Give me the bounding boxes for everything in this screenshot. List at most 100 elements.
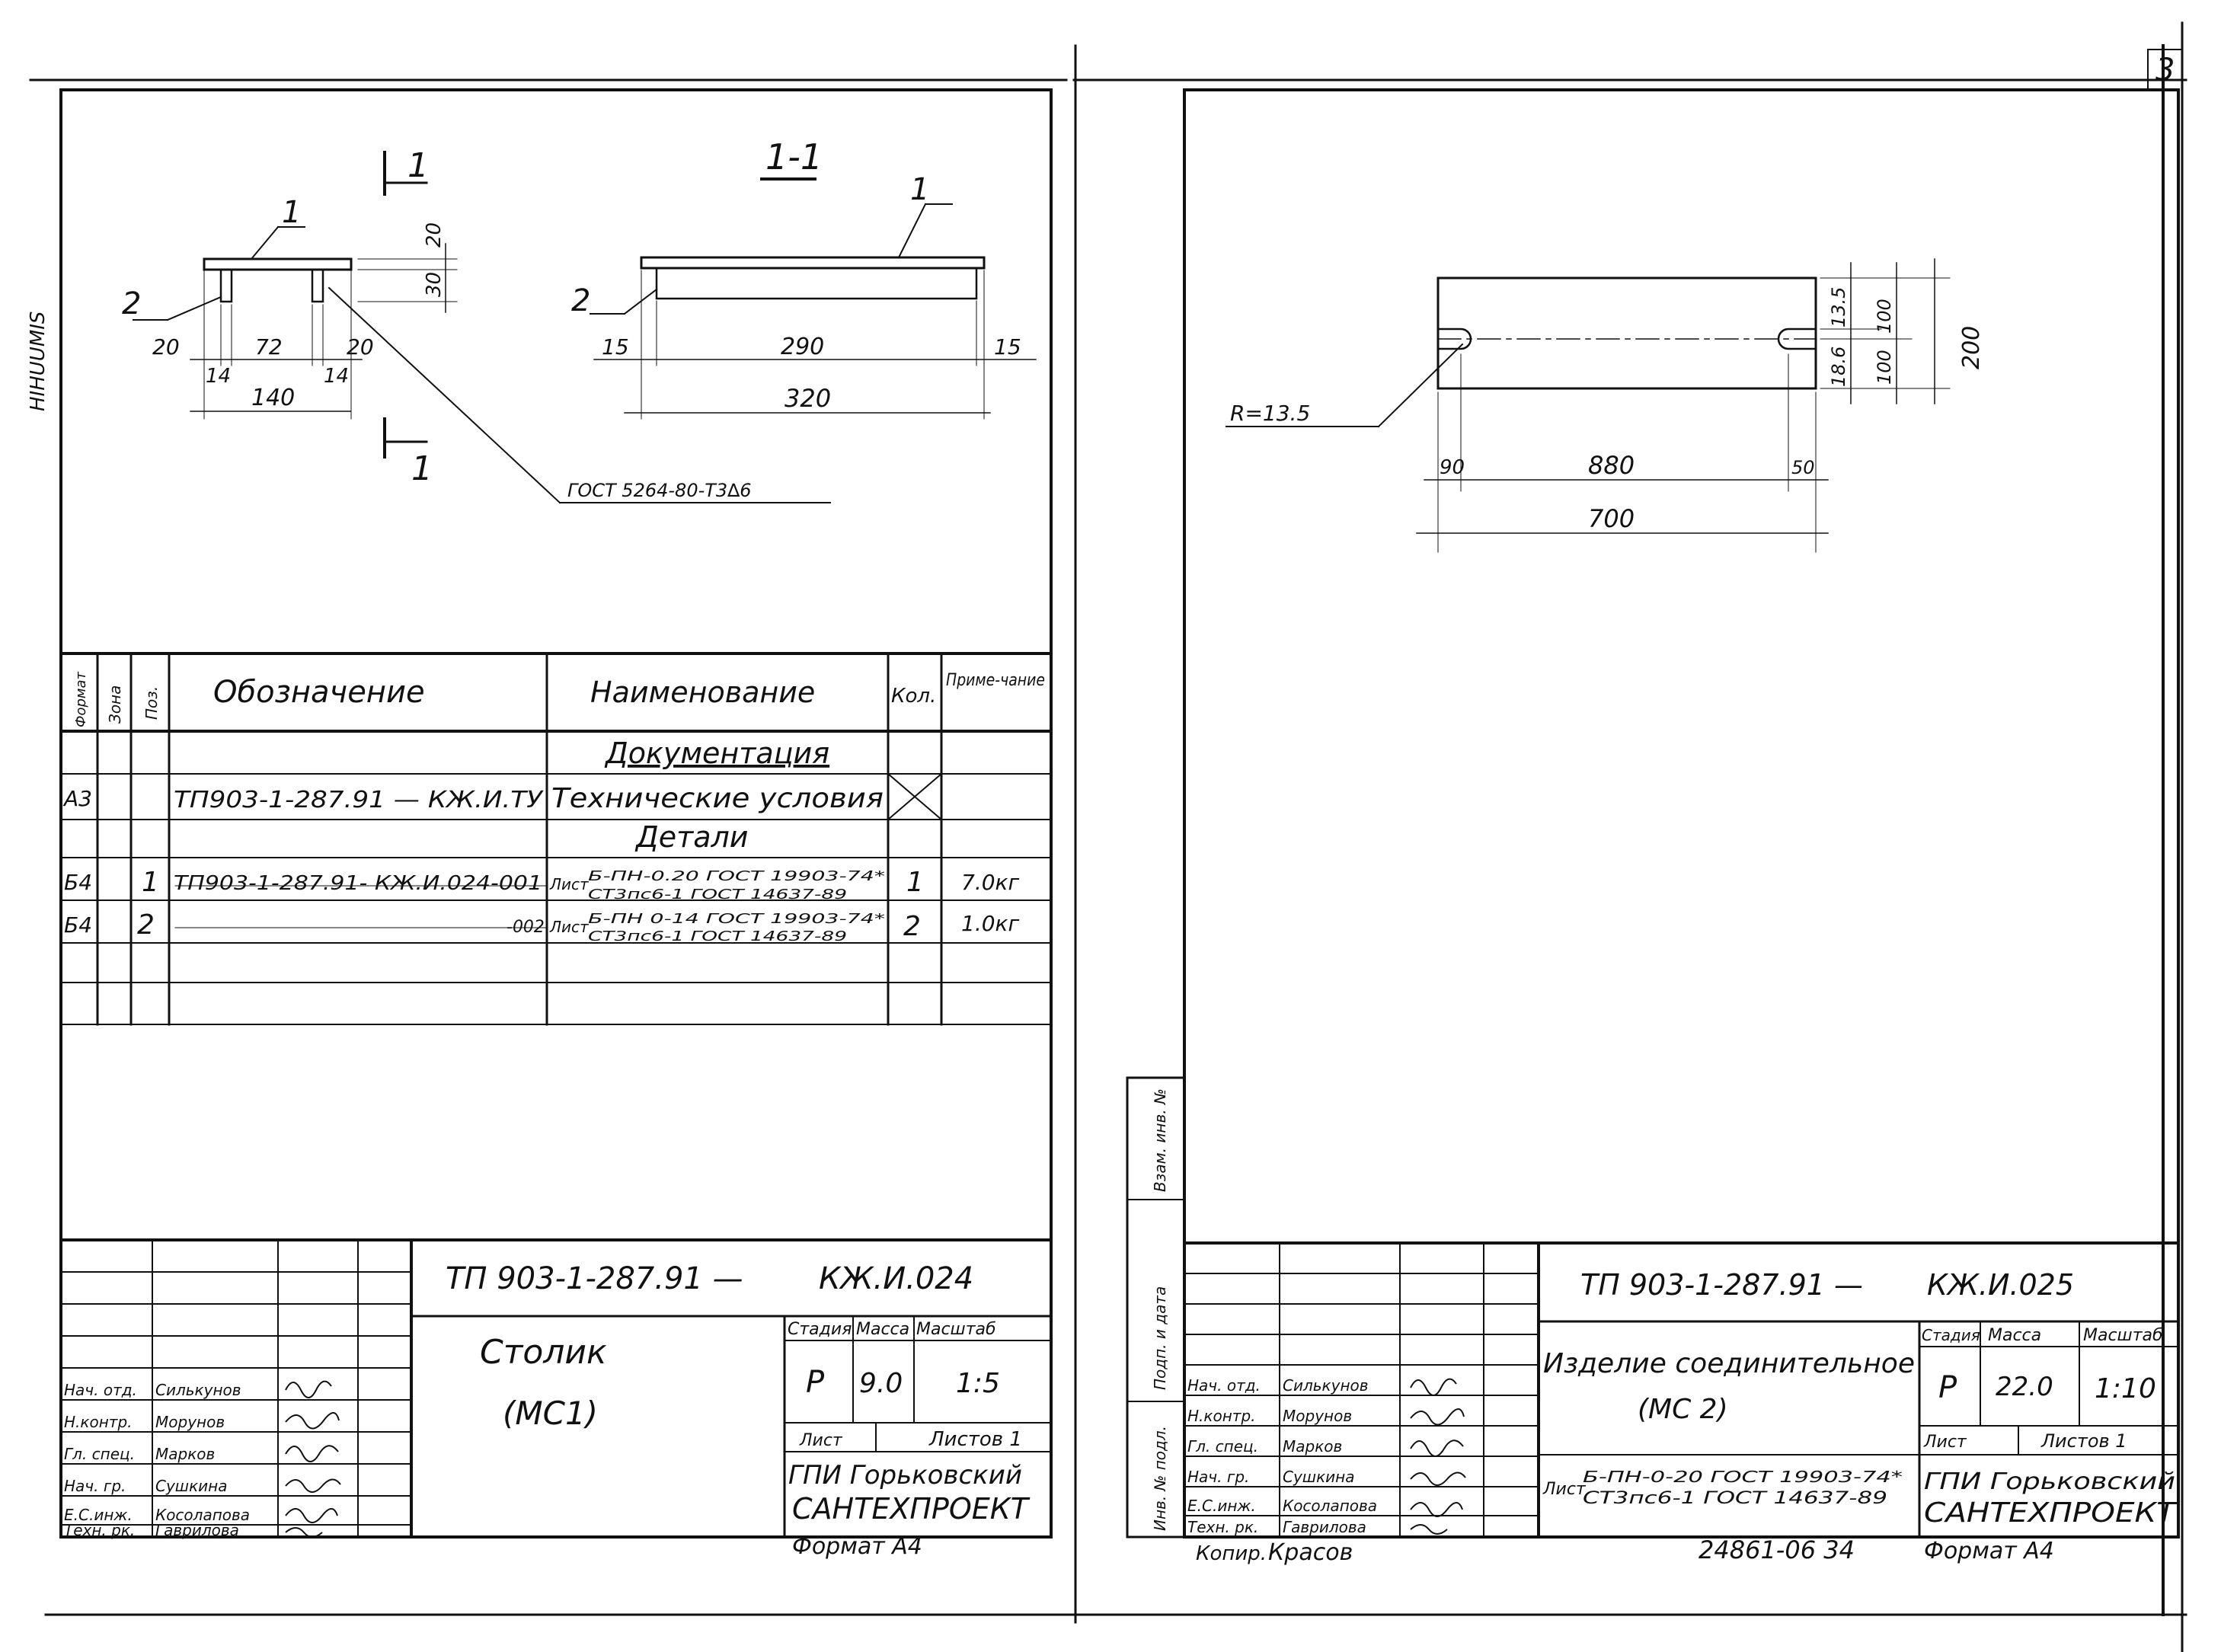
right-name: Изделие соединительное: [1543, 1348, 1915, 1379]
left-sheet-label: Лист: [799, 1431, 843, 1450]
left-name: Столик: [480, 1333, 607, 1372]
view2-pos-2: 2: [571, 283, 590, 318]
dim-v18-6: 18.6: [1828, 347, 1849, 387]
archive-number: 24861-06 34: [1699, 1535, 1855, 1564]
page-number: 3: [2155, 53, 2175, 88]
staff-role: Техн. рк.: [64, 1521, 135, 1539]
dim-v13-5: 13.5: [1828, 287, 1849, 328]
row1-designation: ТП903-1-287.91- КЖ.И.024-001: [174, 872, 542, 895]
staff-name: Марков: [1283, 1437, 1342, 1455]
header-zone: Зона: [106, 685, 124, 724]
staff-role: Н.контр.: [64, 1413, 133, 1431]
row2-pos: 2: [137, 909, 155, 941]
dim-15-left: 15: [602, 334, 629, 359]
dim-v200: 200: [1958, 326, 1985, 369]
dim-72: 72: [255, 334, 283, 359]
dim-v20: 20: [423, 222, 446, 248]
left-sheets-label: Листов 1: [928, 1428, 1022, 1451]
dim-14-left: 14: [206, 365, 231, 388]
stamp-inv-no: Инв. № подл.: [1151, 1426, 1169, 1531]
dim-140: 140: [251, 385, 295, 411]
dim-20-right: 20: [347, 334, 374, 359]
copied-label: Копир.: [1196, 1542, 1267, 1565]
staff-name: Силькунов: [1283, 1376, 1369, 1395]
staff-role: Техн. рк.: [1187, 1518, 1258, 1536]
left-staff-list: Нач. отд. Силькунов Н.контр. Морунов Гл.…: [64, 1381, 250, 1539]
right-mass: 22.0: [1996, 1372, 2053, 1402]
stamp-sign-date: Подп. и дата: [1151, 1286, 1169, 1390]
left-mass: 9.0: [859, 1368, 903, 1399]
row1-name-prefix: Лист: [549, 875, 590, 893]
left-org1: ГПИ Горьковский: [788, 1460, 1022, 1491]
row2-name-prefix: Лист: [549, 918, 590, 936]
row2-note: 1.0кг: [961, 911, 1019, 936]
staff-name: Косолапова: [1283, 1497, 1377, 1515]
dim-320: 320: [785, 384, 831, 413]
radius-note: R=13.5: [1230, 401, 1310, 426]
staff-name: Косолапова: [155, 1506, 250, 1524]
right-sheet-label: Лист: [1923, 1433, 1967, 1452]
dim-15-right: 15: [994, 334, 1021, 359]
left-col-stage: Стадия: [788, 1320, 852, 1339]
view2-pos-1: 1: [910, 172, 929, 207]
weld-note: ГОСТ 5264-80-Т3∆6: [567, 480, 752, 501]
staff-name: Морунов: [1283, 1407, 1352, 1425]
header-format: Формат: [73, 671, 89, 727]
header-designation: Обозначение: [213, 675, 425, 710]
view1-pos-1: 1: [282, 195, 301, 230]
left-stage: Р: [806, 1365, 825, 1400]
staff-name: Гаврилова: [155, 1521, 239, 1539]
section-mark-bottom: 1: [411, 449, 433, 488]
dim-700: 700: [1588, 504, 1635, 533]
dim-14-right: 14: [324, 365, 349, 388]
dim-880: 880: [1588, 451, 1635, 480]
header-name: Наименование: [590, 676, 815, 709]
row1-qty: 1: [906, 867, 924, 898]
staff-name: Сушкина: [1283, 1468, 1355, 1486]
row-docs-name: Технические условия: [551, 783, 884, 814]
right-material-top: Б-ПН-0-20 ГОСТ 19903-74*: [1583, 1468, 1903, 1486]
dim-50: 50: [1791, 457, 1815, 478]
right-name2: (МС 2): [1638, 1394, 1728, 1425]
row1-note: 7.0кг: [961, 870, 1019, 895]
right-material-bottom: СТ3пс6-1 ГОСТ 14637-89: [1583, 1489, 1887, 1508]
staff-role: Н.контр.: [1187, 1407, 1256, 1425]
staff-name: Морунов: [155, 1413, 225, 1431]
right-col-mass: Масса: [1988, 1326, 2041, 1345]
left-scale: 1:5: [956, 1368, 1000, 1399]
section-docs: Документация: [604, 737, 829, 770]
row1-pos: 1: [142, 867, 159, 898]
left-format: Формат А4: [792, 1533, 922, 1560]
row2-format: Б4: [64, 912, 92, 938]
side-label: HIHUUMIS: [27, 312, 50, 411]
right-stage: Р: [1938, 1370, 1957, 1405]
row2-qty: 2: [903, 911, 921, 942]
section-mark-top: 1: [407, 146, 429, 185]
section-parts: Детали: [634, 820, 748, 854]
row2-name-top: Б-ПН 0-14 ГОСТ 19903-74*: [588, 911, 885, 927]
right-scale: 1:10: [2095, 1373, 2156, 1404]
row1-name-bottom: СТ3пс6-1 ГОСТ 14637-89: [588, 887, 847, 903]
row-docs-designation: ТП903-1-287.91 — КЖ.И.ТУ: [174, 787, 544, 813]
right-format: Формат А4: [1924, 1538, 2054, 1564]
right-staff-list: Нач. отд. Силькунов Н.контр. Морунов Гл.…: [1187, 1376, 1377, 1536]
staff-name: Силькунов: [155, 1381, 241, 1399]
left-code2: КЖ.И.024: [819, 1261, 973, 1296]
header-pos: Поз.: [142, 686, 161, 720]
staff-name: Сушкина: [155, 1477, 228, 1495]
right-org2: САНТЕХПРОЕКТ: [1924, 1497, 2178, 1529]
staff-role: Е.С.инж.: [64, 1506, 133, 1524]
right-code2: КЖ.И.025: [1927, 1268, 2074, 1302]
staff-role: Е.С.инж.: [1187, 1497, 1256, 1515]
view1-pos-2: 2: [122, 286, 141, 321]
dim-20-left: 20: [152, 334, 180, 359]
row1-name-top: Б-ПН-0.20 ГОСТ 19903-74*: [588, 868, 885, 884]
dim-v100-a: 100: [1874, 299, 1895, 334]
right-sheets-label: Листов 1: [2040, 1430, 2127, 1452]
dim-90: 90: [1440, 456, 1465, 479]
staff-name: Гаврилова: [1283, 1518, 1366, 1536]
copied-by: Красов: [1268, 1539, 1353, 1566]
right-col-stage: Стадия: [1922, 1326, 1980, 1344]
stamp-replace-inv: Взам. инв. №: [1151, 1088, 1169, 1192]
